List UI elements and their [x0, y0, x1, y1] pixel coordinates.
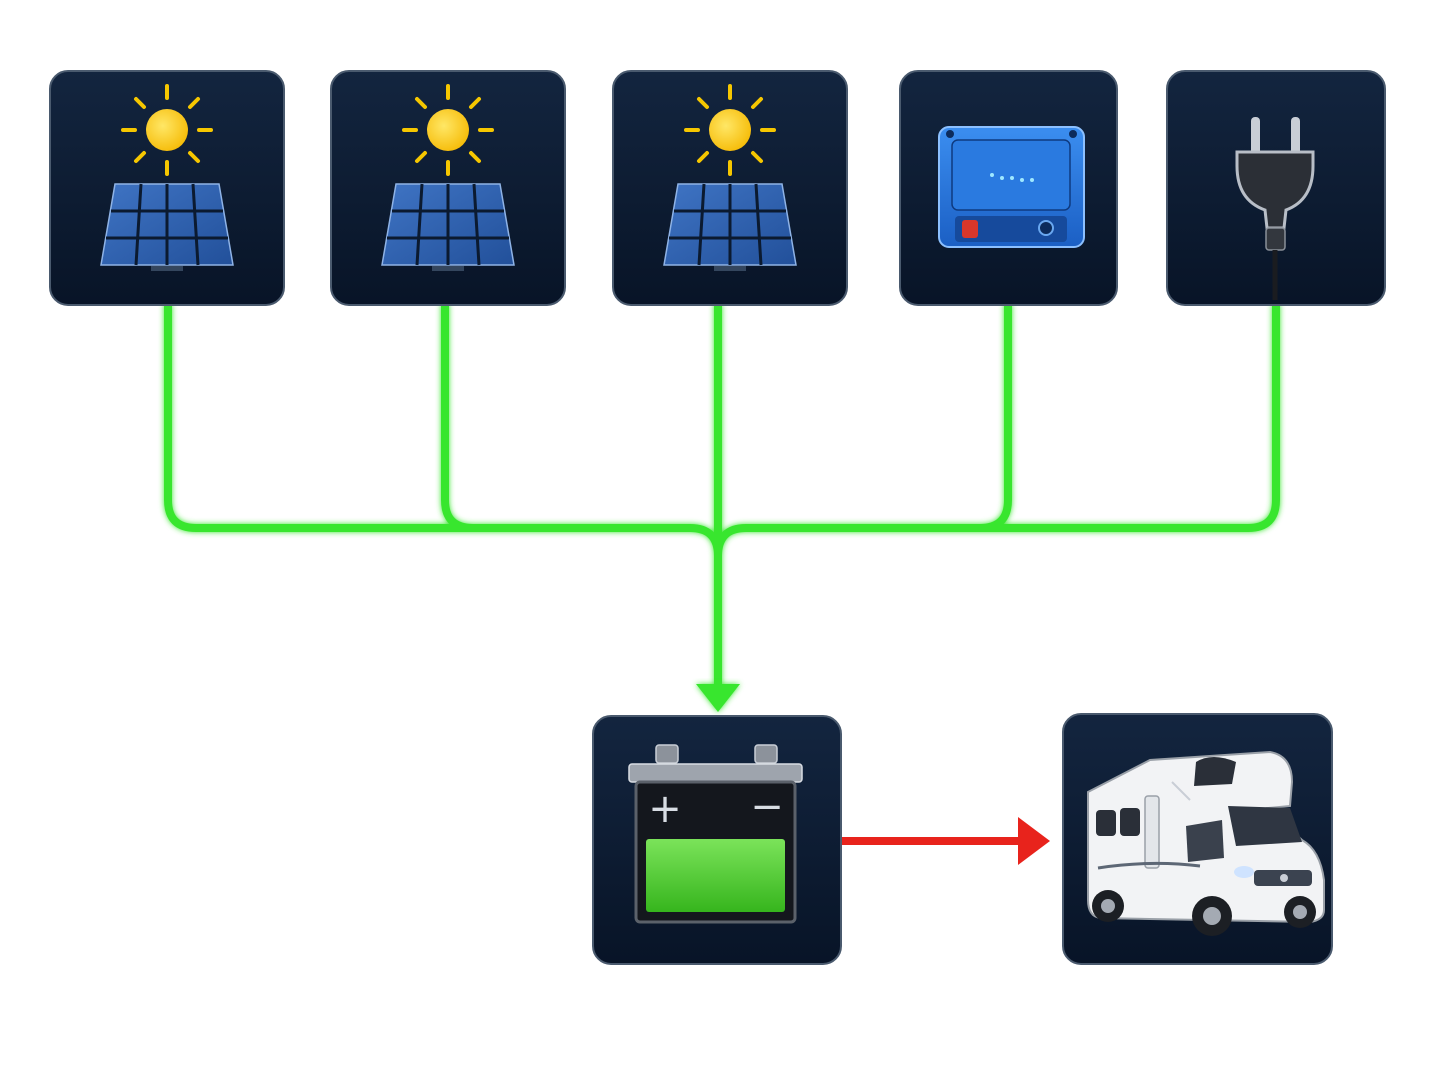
- line-shore-power: [714, 302, 1280, 560]
- battery-icon: + −: [628, 744, 803, 924]
- input-power-lines: [164, 302, 1280, 694]
- solar-panel-tile-2: [330, 70, 566, 306]
- positive-terminal-label: +: [648, 786, 682, 832]
- dc-dc-charger-icon: [938, 126, 1085, 248]
- dc-charger-tile: [899, 70, 1118, 306]
- motorhome-tile: [1062, 713, 1333, 965]
- output-power-arrow: [842, 817, 1050, 865]
- solar-panel-tile-3: [612, 70, 848, 306]
- line-dc-charger: [976, 302, 1012, 532]
- power-plug-icon: [1235, 117, 1315, 300]
- negative-terminal-label: −: [750, 784, 784, 830]
- shore-power-tile: [1166, 70, 1386, 306]
- line-solar-2: [441, 302, 477, 532]
- battery-tile: + −: [592, 715, 842, 965]
- battery-charge-level: [646, 839, 785, 912]
- solar-panel-tile-1: [49, 70, 285, 306]
- motorhome-icon: [1087, 750, 1325, 936]
- arrow-to-battery: [696, 684, 740, 712]
